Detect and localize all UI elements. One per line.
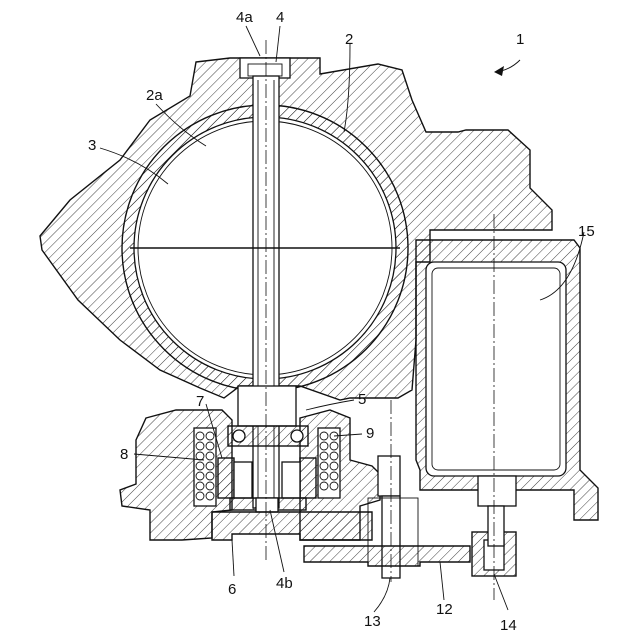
leader-12 (440, 562, 444, 600)
leader-14 (494, 574, 508, 610)
shaft-bearing-top (240, 58, 290, 78)
label-7: 7 (196, 393, 204, 410)
label-9: 9 (366, 425, 374, 442)
intermediate-gear (304, 546, 470, 566)
motor-shaft-boss (478, 476, 516, 506)
intermediate-shaft-boss (378, 456, 400, 496)
arrow-1 (494, 66, 504, 76)
label-15: 15 (578, 223, 595, 240)
lower-bearing-block (238, 386, 296, 426)
spring-left (194, 428, 216, 506)
label-14: 14 (500, 617, 517, 634)
label-1: 1 (516, 31, 524, 48)
spring-cup-left (218, 458, 234, 498)
label-13: 13 (364, 613, 381, 630)
inner-spring-right (282, 462, 300, 498)
leader-6 (232, 540, 234, 576)
leader-4 (276, 26, 280, 62)
motor-body (426, 262, 566, 476)
label-4: 4 (276, 9, 284, 26)
motor-shaft (488, 506, 504, 546)
label-8: 8 (120, 446, 128, 463)
leader-5 (306, 400, 354, 410)
spring-right (318, 428, 340, 498)
label-12: 12 (436, 601, 453, 618)
label-4b: 4b (276, 575, 293, 592)
label-6: 6 (228, 581, 236, 598)
label-2: 2 (345, 31, 353, 48)
shaft-nut (256, 498, 278, 512)
final-gear (212, 512, 372, 540)
leader-4a (246, 26, 260, 56)
label-5: 5 (358, 391, 366, 408)
leader-13 (374, 578, 390, 612)
bearing-ball-right (291, 430, 303, 442)
bearing-ball-left (233, 430, 245, 442)
spring-cup-right (300, 458, 316, 498)
label-4a: 4a (236, 9, 253, 26)
label-2a: 2a (146, 87, 163, 104)
inner-spring-left (234, 462, 252, 498)
label-3: 3 (88, 137, 96, 154)
